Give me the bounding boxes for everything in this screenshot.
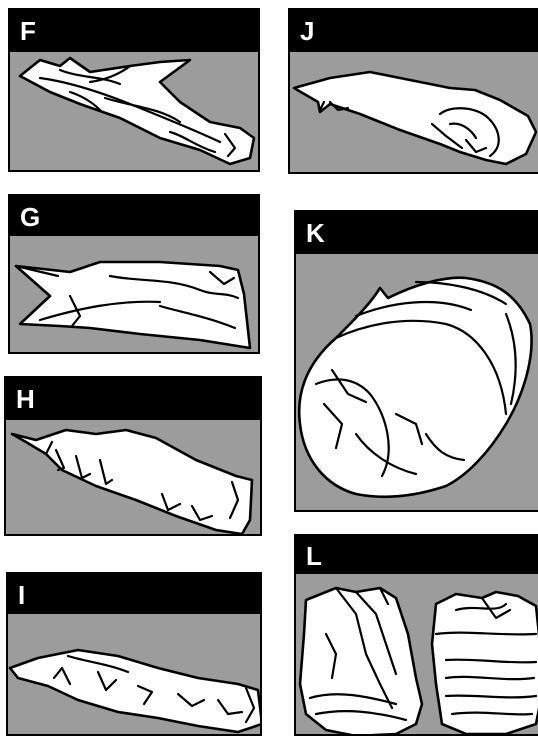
panel-f-header [10, 10, 258, 52]
panel-j: J [288, 8, 538, 174]
panel-g: G [8, 194, 260, 354]
panel-f: F [8, 8, 260, 172]
panel-k-label: K [306, 220, 325, 246]
panel-g-header [10, 196, 258, 236]
panel-l: L [294, 534, 538, 736]
panel-h: H [4, 376, 262, 536]
shirred-casing-roll-icon [296, 254, 538, 512]
panel-k: K [294, 210, 538, 512]
casing-bunched-end-icon [290, 52, 538, 174]
panel-l-label: L [306, 543, 322, 569]
panel-h-label: H [16, 386, 35, 412]
long-casing-icon [8, 614, 262, 736]
panel-j-label: J [300, 18, 314, 44]
panel-i-header [8, 574, 260, 614]
flat-wrinkled-casing-icon [10, 52, 260, 172]
panel-h-header [6, 378, 260, 420]
cut-casing-pieces-icon [296, 574, 538, 736]
panel-g-label: G [20, 204, 40, 230]
straight-casing-icon [6, 420, 262, 536]
panel-i: I [6, 572, 262, 736]
panel-k-header [296, 212, 538, 254]
panel-f-label: F [20, 18, 36, 44]
panel-i-label: I [18, 582, 25, 608]
panel-j-header [290, 10, 538, 52]
flattened-casing-icon [10, 236, 260, 354]
panel-l-header [296, 536, 538, 574]
